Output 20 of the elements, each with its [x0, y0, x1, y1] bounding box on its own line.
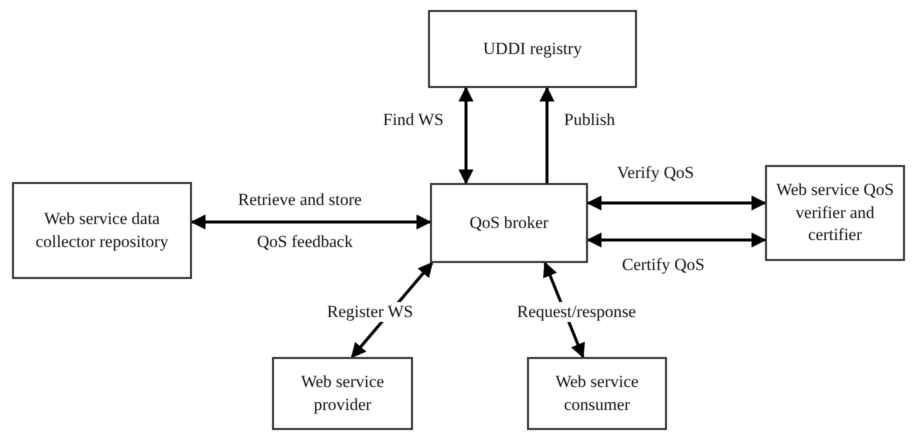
node-label: Web service provider	[300, 370, 386, 416]
node-label: Web service data collector repository	[34, 208, 170, 253]
process-box	[765, 165, 905, 261]
arrow	[540, 86, 554, 183]
arrow	[458, 86, 474, 184]
process-box	[430, 183, 588, 263]
node-label: Web service consumer	[554, 370, 640, 416]
edge-label: Request/response	[515, 302, 638, 322]
arrow	[586, 196, 766, 210]
node-label: UDDI registry	[483, 38, 582, 60]
arrow	[190, 214, 432, 230]
node-label: Web service QoS verifier and certifier	[775, 178, 895, 246]
process-box	[428, 10, 637, 88]
process-box	[12, 182, 192, 279]
process-box	[272, 357, 413, 430]
text-label: QoS feedback	[255, 232, 355, 252]
node-label: QoS broker	[470, 212, 548, 234]
process-box	[527, 357, 667, 430]
edge-label: Verify QoS	[615, 163, 696, 184]
arrow	[586, 232, 766, 248]
